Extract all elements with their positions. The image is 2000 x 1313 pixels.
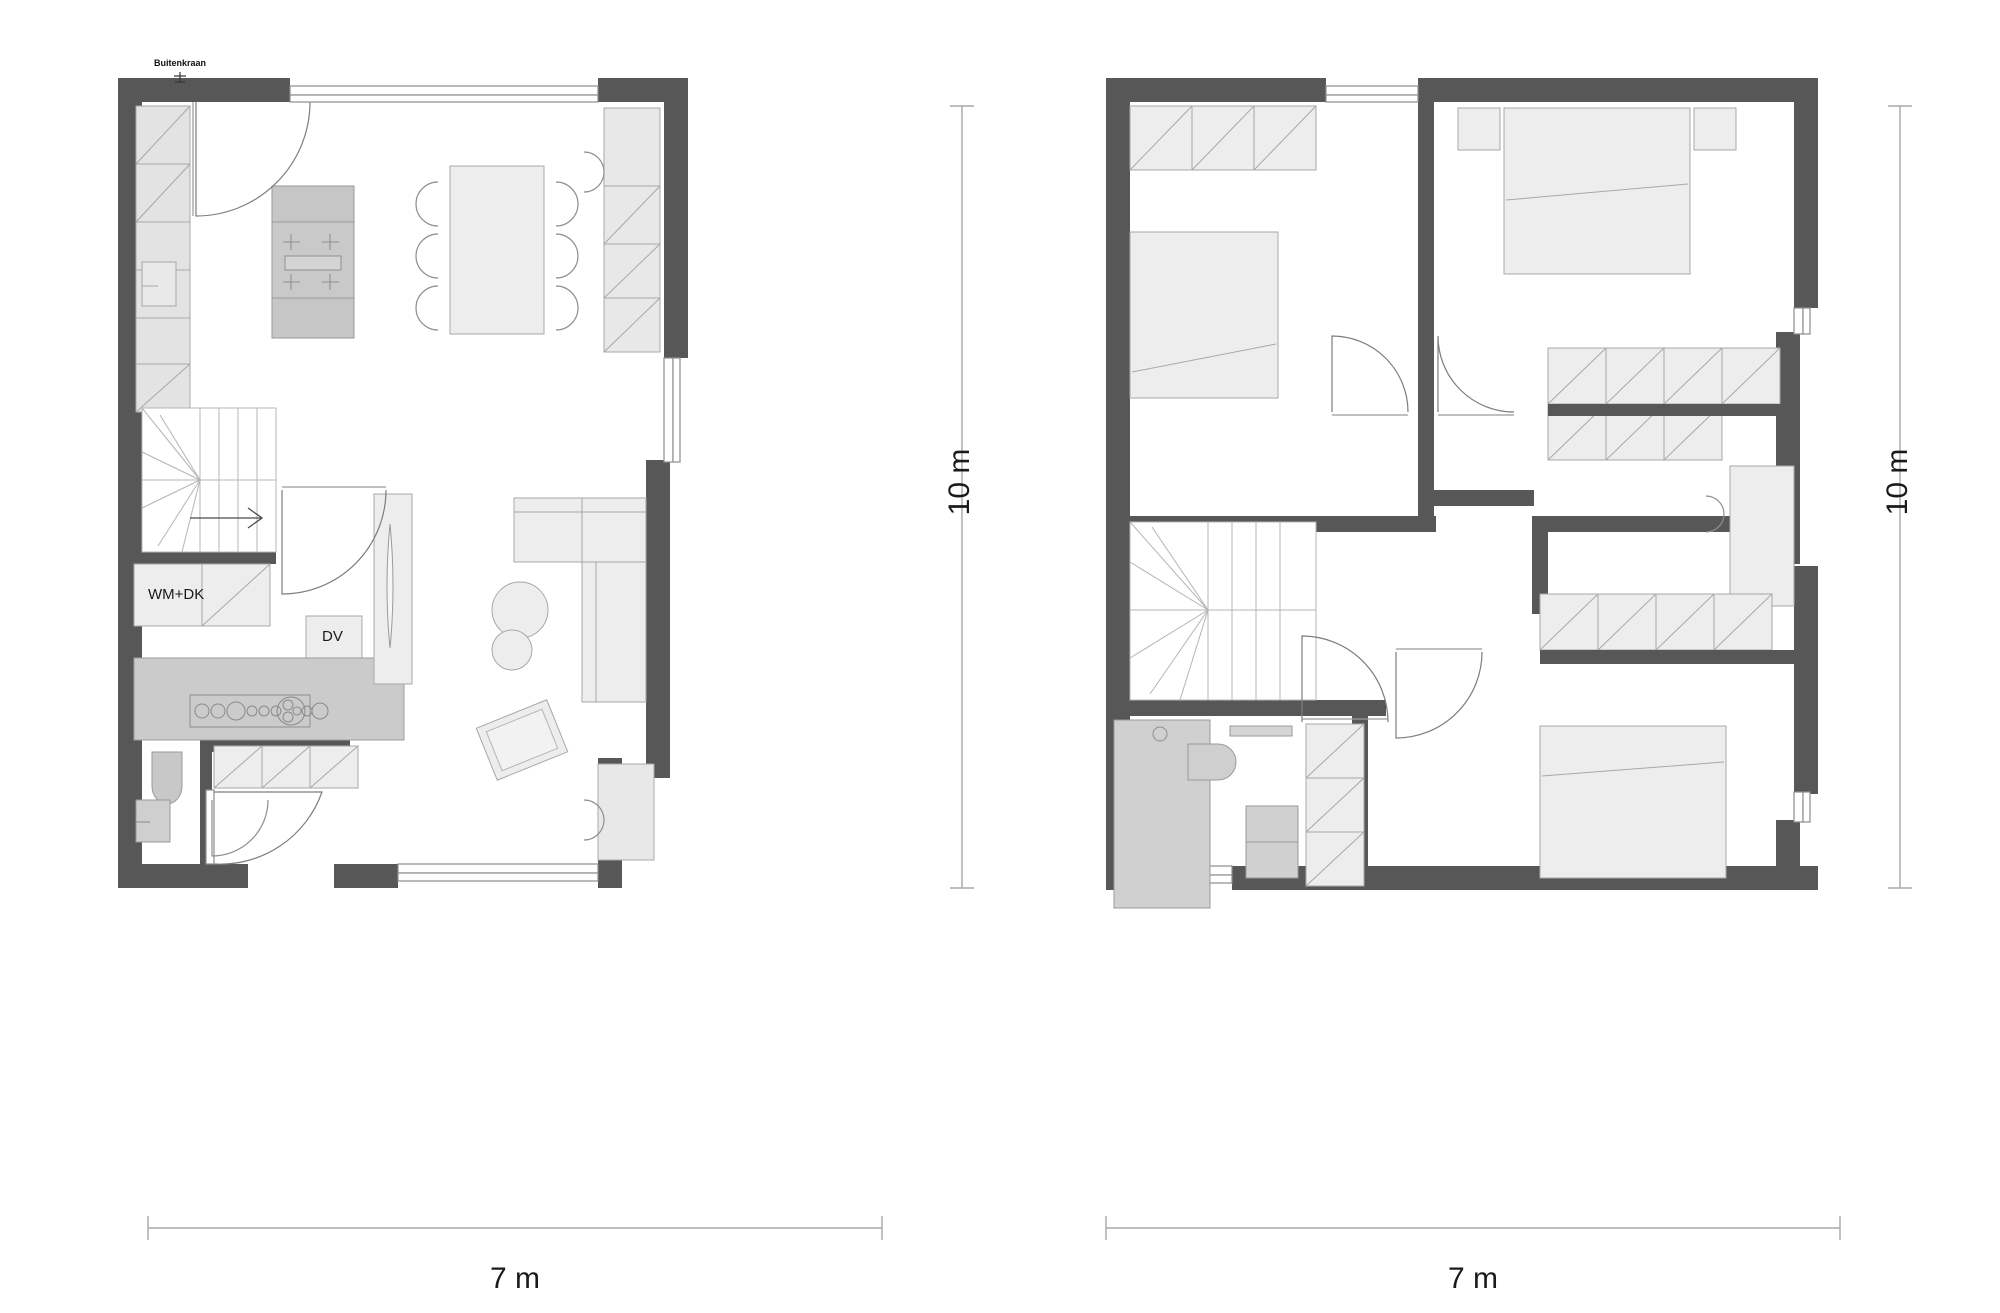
side-tables: [491, 581, 549, 671]
first-floor-dimensions: [1105, 105, 1912, 1240]
annotation-wm-dk: WM+DK: [148, 586, 205, 603]
dimension-right-height: 10 m: [1881, 448, 1914, 516]
staircase-first: [1129, 521, 1317, 701]
ground-floor-dimensions: [147, 105, 974, 1240]
ground-floor-doors: [192, 101, 387, 865]
annotation-dv: DV: [322, 628, 343, 645]
bed-master: [1457, 107, 1737, 275]
kitchen-island: [271, 185, 355, 339]
kitchen-counter: [133, 657, 405, 741]
toilet-fixture-first: [1187, 743, 1237, 781]
staircase-ground: [141, 407, 277, 553]
first-floor-furniture: [1113, 105, 1796, 909]
dimension-right-width: 7 m: [1447, 1262, 1499, 1295]
annotation-buitenkraan: Buitenkraan: [153, 58, 207, 68]
toilet-fixture: [135, 751, 183, 843]
media-unit: [373, 493, 413, 685]
utility-cabinets: [133, 563, 271, 627]
ground-floor-furniture: [133, 105, 661, 861]
sofa: [513, 497, 647, 703]
dining-table: [415, 165, 579, 335]
ground-floor-glazing: [205, 85, 681, 882]
stair-direction-arrow: [190, 507, 264, 529]
dimension-left-height: 10 m: [943, 448, 976, 516]
first-floor-doors: [1301, 335, 1515, 739]
dimension-left-width: 7 m: [489, 1262, 541, 1295]
bed-second: [1539, 725, 1727, 879]
coffee-table: [475, 699, 569, 781]
